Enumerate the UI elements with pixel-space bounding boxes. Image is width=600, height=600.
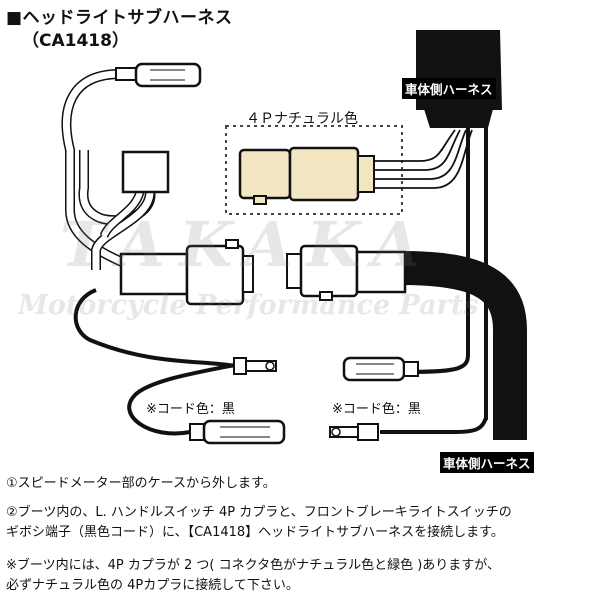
cord-color-label-left: ※コード色：黒 xyxy=(146,402,235,417)
cord-color-label-right: ※コード色：黒 xyxy=(332,402,421,417)
instruction-2: ②ブーツ内の、L. ハンドルスイッチ 4P カプラと、フロントブレーキライトスイ… xyxy=(6,505,512,520)
watermark-tagline: Motorcycle Performance Parts xyxy=(18,290,479,321)
female-terminal-lower xyxy=(189,419,286,445)
instruction-1: ①スピードメーター部のケースから外します。 xyxy=(6,476,276,491)
watermark-logo: TAKAKA xyxy=(60,208,434,281)
small-white-connector xyxy=(121,150,170,194)
title-line-2: （CA1418） xyxy=(22,31,129,51)
vehicle-harness-label-top: 車体側ハーネス xyxy=(402,78,496,99)
female-terminal-right-upper xyxy=(342,356,419,382)
natural-4p-connector xyxy=(238,146,375,205)
top-female-terminal xyxy=(115,62,202,88)
male-terminal-right-lower xyxy=(329,423,379,441)
title-line-1: ■ヘッドライトサブハーネス xyxy=(6,8,233,28)
instruction-2-cont: ギボシ端子（黒色コード）に、【CA1418】ヘッドライトサブハーネスを接続します… xyxy=(6,525,504,540)
natural-4p-label: ４Ｐナチュラル色 xyxy=(246,111,358,127)
note-1: ※ブーツ内には、4P カプラが 2 つ( コネクタ色がナチュラル色と緑色 )あり… xyxy=(6,558,501,573)
note-1-cont: 必ずナチュラル色の 4Pカプラに接続して下さい。 xyxy=(6,578,299,593)
vehicle-4p-connector xyxy=(286,244,407,301)
sub-harness-4p-connector xyxy=(119,239,254,306)
male-terminal-upper xyxy=(233,357,277,375)
vehicle-harness-label-bottom: 車体側ハーネス xyxy=(440,452,534,473)
